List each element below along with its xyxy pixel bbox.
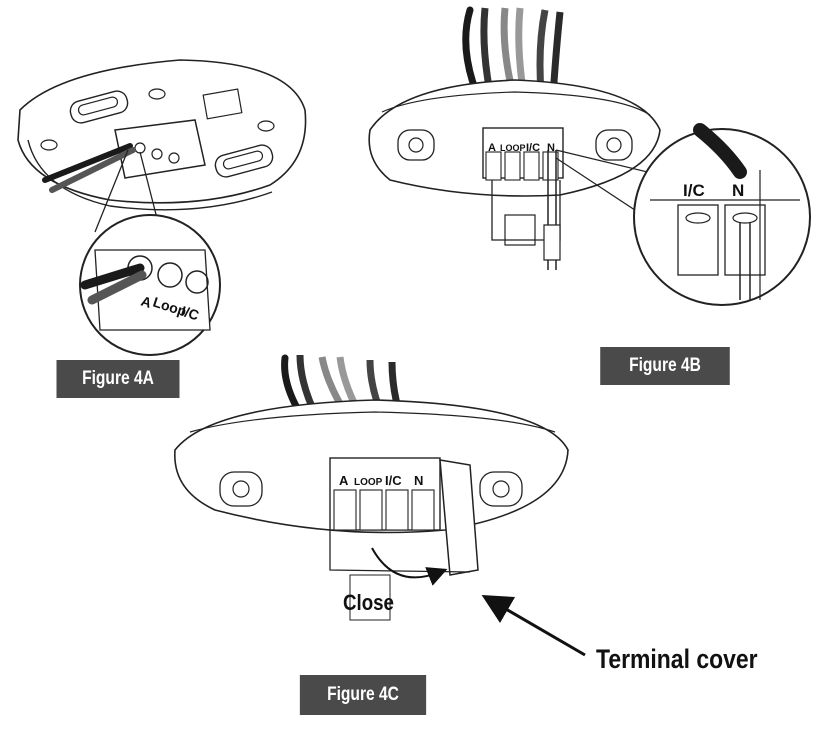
fig4b-terminal-a: A [488,142,496,154]
fig4c-terminal-ic: I/C [385,473,402,488]
figure-4b-drawing: A LOOP I/C N I/C N [368,6,811,306]
terminal-cover-arrow [481,594,586,657]
fig4b-terminal-loop: LOOP [500,143,526,153]
figure-4c-label: Figure 4C [299,675,427,715]
fig4c-terminal-a: A [339,473,349,488]
fig4b-zoom-ic: I/C [683,181,705,200]
figure-4c-drawing: A LOOP I/C N [174,354,586,657]
fig4a-terminal-ic: I/C [179,303,201,324]
terminal-cover-callout: Terminal cover [596,644,758,674]
fig4b-terminal-ic: I/C [526,142,540,154]
fig4c-terminal-n: N [414,473,423,488]
fig4c-terminal-loop: LOOP [354,477,383,488]
fig4b-terminal-n: N [547,142,555,154]
figure-4b-label: Figure 4B [600,347,730,385]
fig4a-terminal-a: A [139,293,154,311]
fig4b-zoom-n: N [732,181,744,200]
close-callout: Close [343,590,394,615]
figure-4a-drawing: A Loop I/C [17,59,307,356]
figure-4a-label: Figure 4A [56,360,180,398]
